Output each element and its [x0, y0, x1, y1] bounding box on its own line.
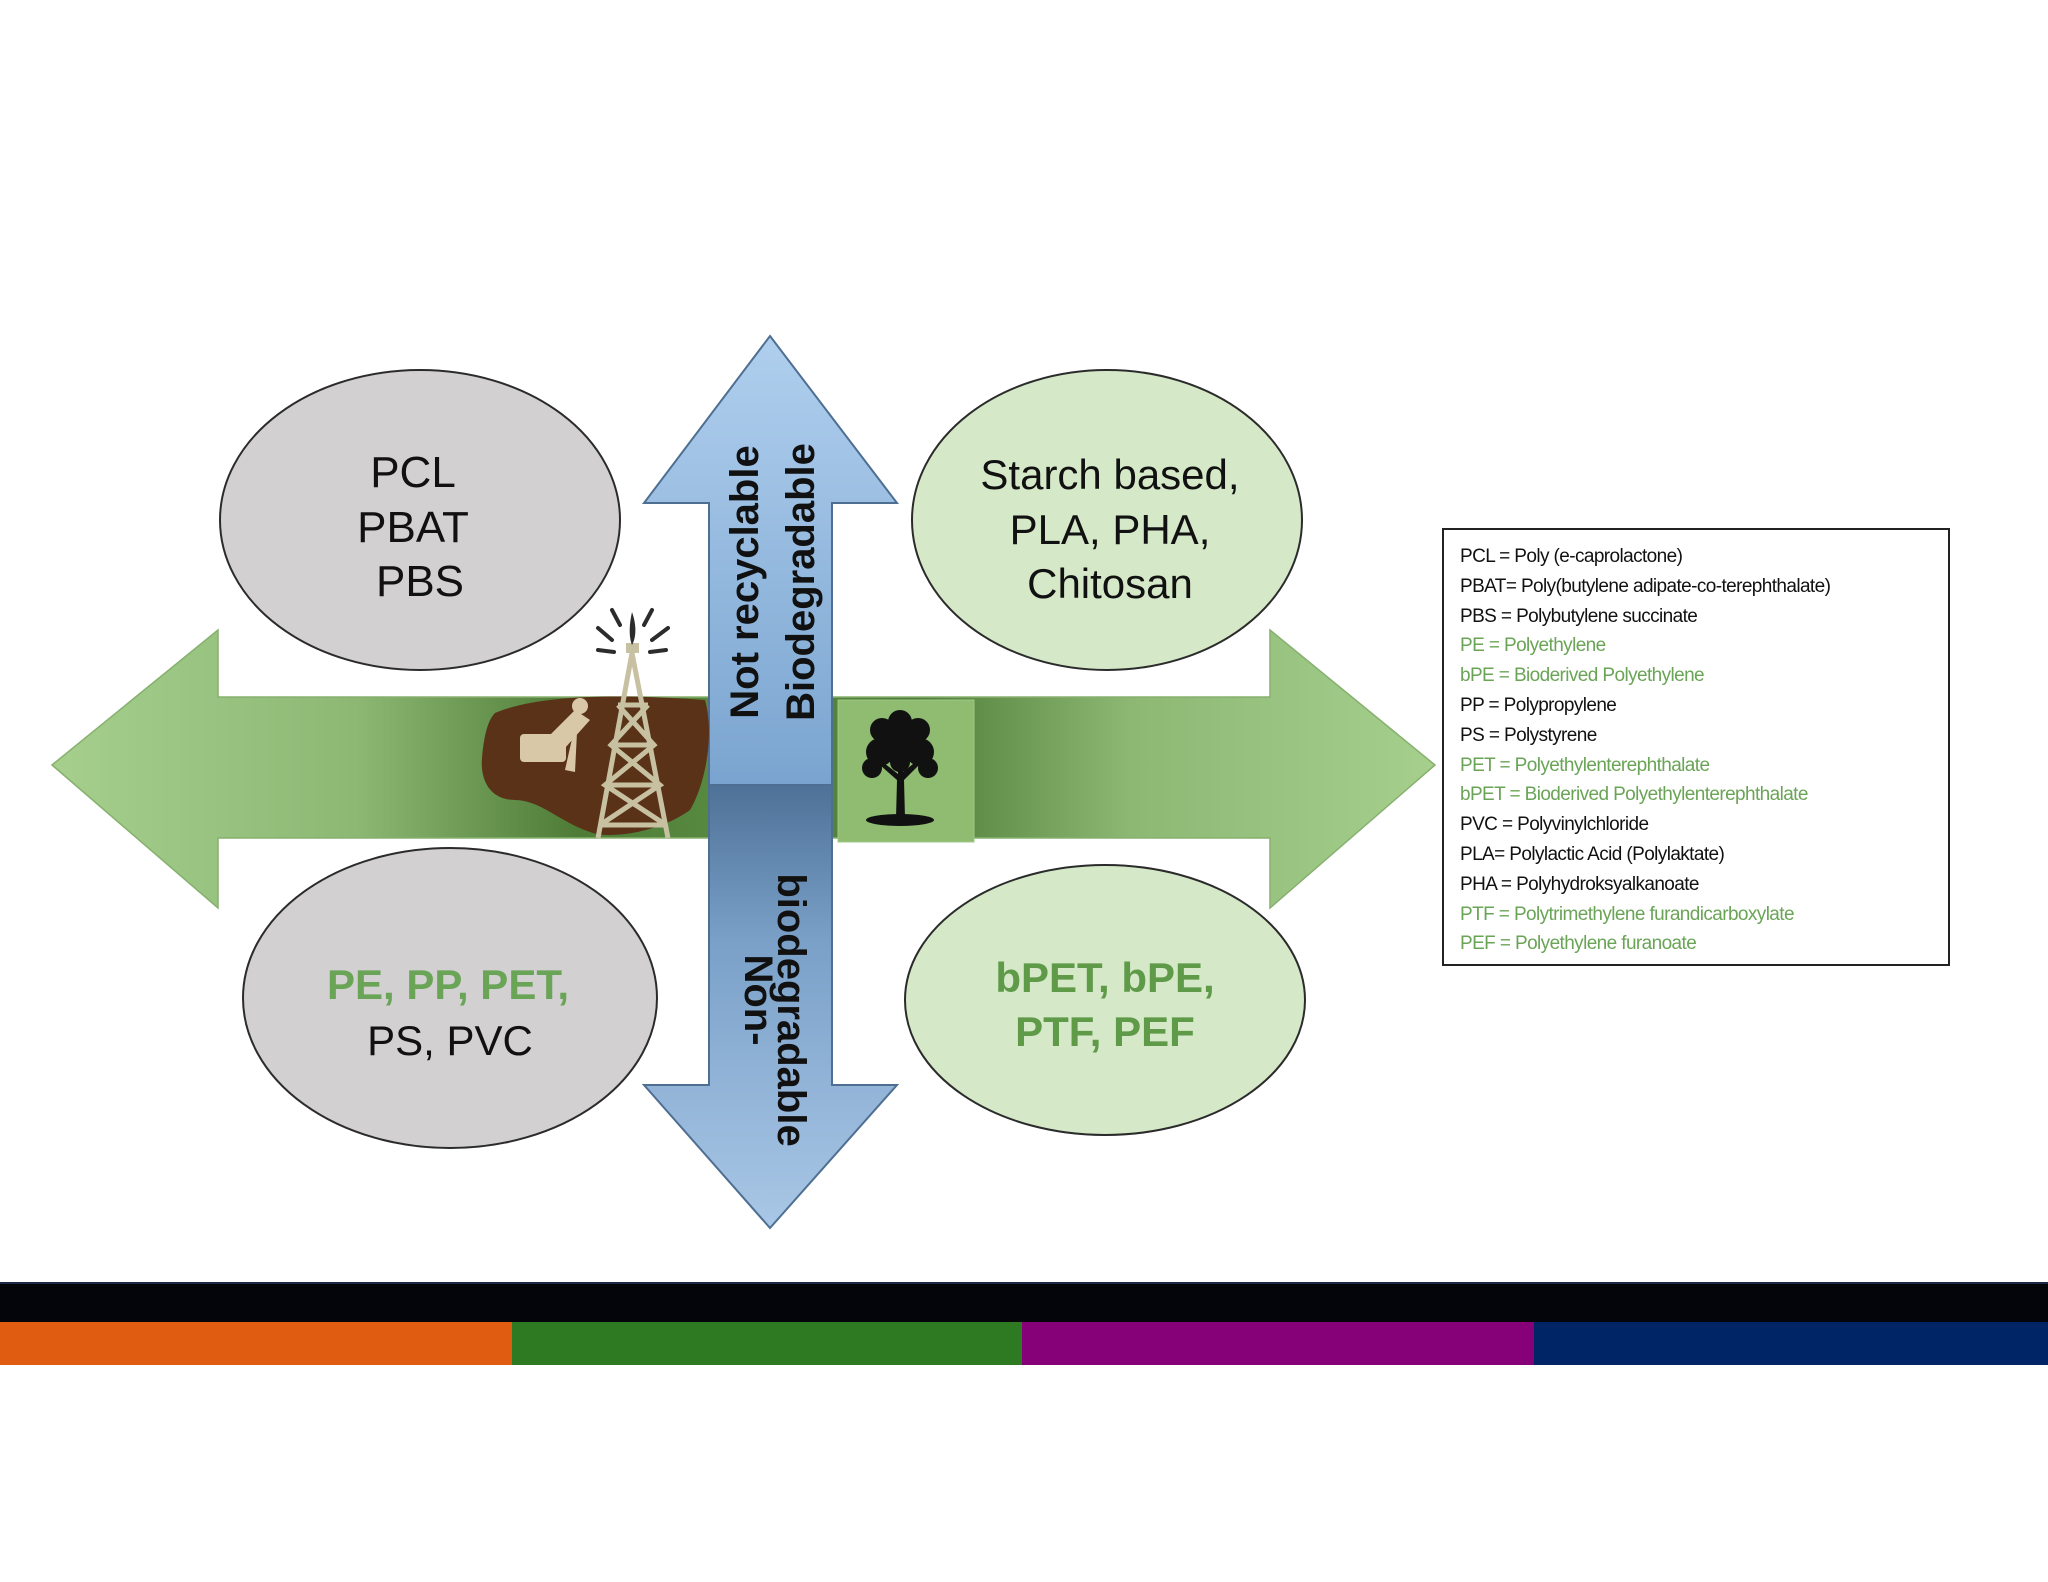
- footer-stripe-purple: [1022, 1322, 1534, 1365]
- label-biodegradable: Biodegradable: [779, 443, 823, 721]
- legend-item: PE = Polyethylene: [1460, 635, 1606, 657]
- ellipse-top-right: [911, 369, 1303, 671]
- label-not-recyclable: Not recyclable: [723, 445, 767, 718]
- footer-black-bar: [0, 1282, 2048, 1322]
- footer-stripe-green: [512, 1322, 1022, 1365]
- legend-item: PTF = Polytrimethylene furandicarboxylat…: [1460, 903, 1795, 925]
- legend-item: PBS = Polybutylene succinate: [1460, 605, 1698, 627]
- ellipse-bottom-left: [242, 847, 658, 1149]
- bottom-left-line-1: PE, PP, PET,: [327, 961, 569, 1008]
- footer-stripe-navy: [1534, 1322, 2048, 1365]
- legend-item: bPE = Bioderived Polyethylene: [1460, 665, 1705, 687]
- legend-item: PS = Polystyrene: [1460, 724, 1597, 746]
- top-right-line-1: Starch based,: [980, 451, 1239, 498]
- abbreviation-legend: PCL = Poly (e-caprolactone) PBAT= Poly(bu…: [1442, 528, 1950, 966]
- legend-item: PEF = Polyethylene furanoate: [1460, 933, 1697, 955]
- label-non-biodegradable: biodegradable: [769, 873, 813, 1146]
- legend-item: PCL = Poly (e-caprolactone): [1460, 546, 1683, 567]
- top-left-line-3: PBS: [376, 557, 464, 606]
- top-left-line-2: PBAT: [357, 503, 469, 552]
- tree-icon: [837, 699, 975, 843]
- legend-item: PVC = Polyvinylchloride: [1460, 814, 1649, 836]
- top-right-line-3: Chitosan: [1027, 560, 1193, 607]
- vertical-arrow-down: [641, 784, 900, 1230]
- legend-item: PP = Polypropylene: [1460, 694, 1617, 716]
- legend-item: PBAT= Poly(butylene adipate-co-terephtha…: [1460, 575, 1831, 597]
- legend-item: bPET = Bioderived Polyethylenterephthala…: [1460, 784, 1808, 806]
- legend-item: PHA = Polyhydroksyalkanoate: [1460, 873, 1699, 895]
- ellipse-top-left: [219, 369, 621, 671]
- bottom-right-line-1: bPET, bPE,: [995, 954, 1214, 1001]
- top-left-line-1: PCL: [370, 448, 456, 497]
- top-right-line-2: PLA, PHA,: [1010, 506, 1211, 553]
- label-non: Non-: [736, 954, 780, 1045]
- legend-item: PLA= Polylactic Acid (Polylaktate): [1460, 843, 1725, 865]
- bottom-right-line-2: PTF, PEF: [1015, 1008, 1195, 1055]
- bottom-left-line-2: PS, PVC: [367, 1017, 533, 1064]
- legend-item: PET = Polyethylenterephthalate: [1460, 754, 1710, 776]
- ellipse-bottom-right: [904, 864, 1306, 1136]
- footer-stripe-orange: [0, 1322, 512, 1365]
- oil-well-icon: [481, 608, 710, 839]
